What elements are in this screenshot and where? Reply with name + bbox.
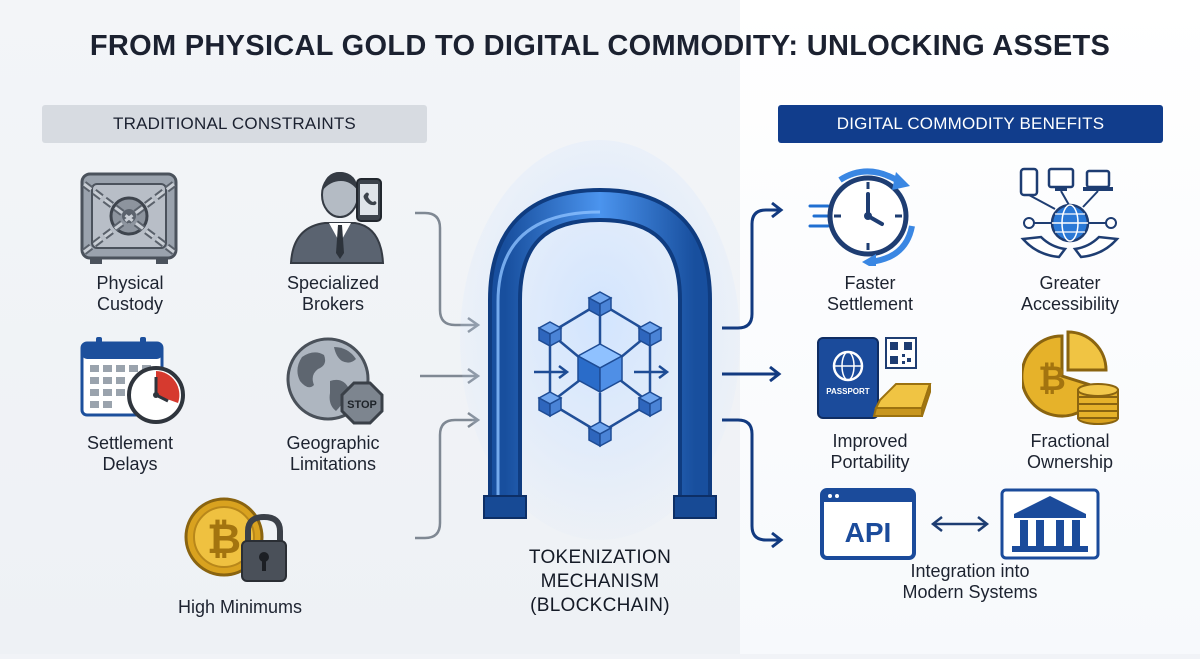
api-text: API xyxy=(845,517,892,548)
stop-sign-text: STOP xyxy=(347,399,377,411)
api-bank-icon: API xyxy=(818,488,1108,562)
calendar-clock-icon xyxy=(78,335,188,425)
clock-arrows-icon xyxy=(806,166,926,270)
passport-text: PASSPORT xyxy=(826,387,870,396)
globe-stop-icon: STOP xyxy=(284,335,394,427)
digital-benefits-heading: DIGITAL COMMODITY BENEFITS xyxy=(778,105,1163,143)
svg-text:₿: ₿ xyxy=(1038,360,1066,398)
globe-hands-icon xyxy=(1015,165,1125,265)
page-title: FROM PHYSICAL GOLD TO DIGITAL COMMODITY:… xyxy=(89,30,1111,62)
broker-icon xyxy=(285,165,390,265)
fractional-coin-icon: ₿ xyxy=(1020,330,1122,426)
high-minimums-label: High Minimums xyxy=(177,597,303,617)
coin-padlock-icon: ₿ xyxy=(184,495,294,587)
locked-safe-icon xyxy=(76,170,182,266)
svg-text:₿: ₿ xyxy=(207,515,241,562)
traditional-constraints-heading: TRADITIONAL CONSTRAINTS xyxy=(42,105,427,143)
passport-gold-icon: PASSPORT xyxy=(814,330,934,426)
